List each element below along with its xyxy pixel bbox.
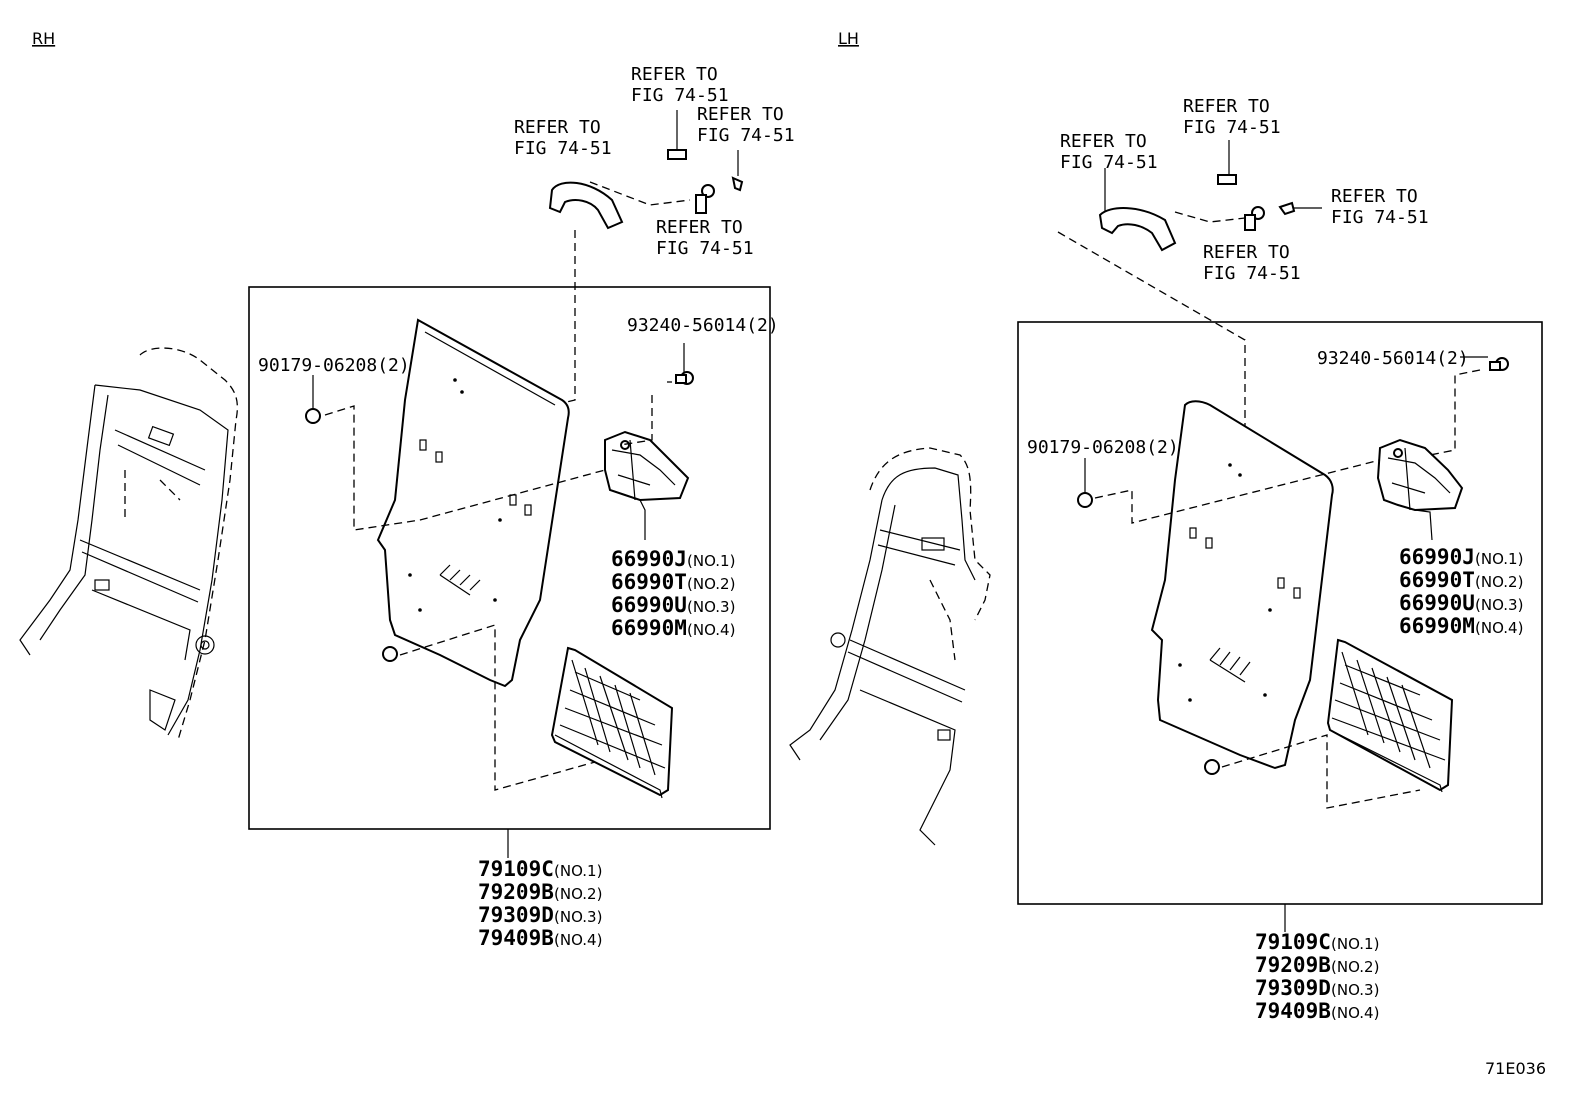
rh-refer-d-1: REFER TO [656,217,743,238]
rh-net-pocket [550,646,674,799]
lh-nut-label: 90179-06208(2) [1027,437,1179,458]
lh-board-pn-3: 79309D [1255,976,1331,1000]
lh-refer-c-2: FIG 74-51 [1331,207,1429,228]
lh-refer-d-1: REFER TO [1203,242,1290,263]
rh-refer-a-2: FIG 74-51 [514,138,612,159]
rh-board-no-4: (NO.4) [554,931,602,949]
rh-hinge-no-2: (NO.2) [687,575,735,593]
rh-side-label: RH [32,29,55,48]
rh-hinge-bracket [604,430,690,540]
rh-seat-frame [19,347,239,741]
rh-hinge-part-list: 66990J (NO.1) 66990T (NO.2) 66990U (NO.3… [611,547,735,640]
rh-refer-c-2: FIG 74-51 [697,125,795,146]
lh-assembly-box [1017,321,1543,905]
rh-board-pn-1: 79109C [478,857,554,881]
lh-hinge-pn-1: 66990J [1399,545,1475,569]
lh-board-pn-4: 79409B [1255,999,1331,1023]
lh-net-pocket [1326,638,1454,793]
lh-refer-a-1: REFER TO [1060,131,1147,152]
lh-hinge-no-1: (NO.1) [1475,550,1523,568]
lh-board-part-list: 79109C (NO.1) 79209B (NO.2) 79309D (NO.3… [1255,930,1379,1023]
rh-refer-b-1: REFER TO [631,64,718,85]
lh-assembly: LH REFER TO [789,29,1543,1023]
lh-board-pn-2: 79209B [1255,953,1331,977]
rh-board-no-2: (NO.2) [554,885,602,903]
rh-board-pn-4: 79409B [478,926,554,950]
lh-refer-b-1: REFER TO [1183,96,1270,117]
lh-hinge-pn-4: 66990M [1399,614,1475,638]
lh-seat-frame [789,447,991,846]
rh-seatback-board [376,318,570,688]
lh-refer-d-2: FIG 74-51 [1203,263,1301,284]
rh-nut-label: 90179-06208(2) [258,355,410,376]
lh-hinge-pn-3: 66990U [1399,591,1475,615]
lh-refer-a-2: FIG 74-51 [1060,152,1158,173]
rh-hinge-pn-4: 66990M [611,616,687,640]
rh-hinge-no-3: (NO.3) [687,598,735,616]
lh-side-label: LH [838,29,859,48]
rh-assembly: RH REFER [19,29,795,950]
rh-assembly-box [248,286,771,830]
lh-hinge-bracket [1376,438,1464,541]
lh-hinge-no-2: (NO.2) [1475,573,1523,591]
lh-hinge-pn-2: 66990T [1399,568,1475,592]
lh-hinge-no-3: (NO.3) [1475,596,1523,614]
rh-refer-a-1: REFER TO [514,117,601,138]
rh-hinge-pn-1: 66990J [611,547,687,571]
rh-board-no-3: (NO.3) [554,908,602,926]
lh-hinge-no-4: (NO.4) [1475,619,1523,637]
rh-refer-b-2: FIG 74-51 [631,85,729,106]
lh-board-pn-1: 79109C [1255,930,1331,954]
rh-bolt-label: 93240-56014(2) [627,315,779,336]
rh-refer-d-2: FIG 74-51 [656,238,754,259]
rh-board-pn-3: 79309D [478,903,554,927]
lh-board-no-2: (NO.2) [1331,958,1379,976]
lh-board-no-4: (NO.4) [1331,1004,1379,1022]
lh-fasteners [1077,356,1509,809]
lh-board-no-3: (NO.3) [1331,981,1379,999]
lh-bolt-label: 93240-56014(2) [1317,348,1469,369]
lh-refer-b-2: FIG 74-51 [1183,117,1281,138]
rh-hinge-pn-3: 66990U [611,593,687,617]
lh-board-no-1: (NO.1) [1331,935,1379,953]
lh-seatback-board [1150,400,1334,770]
rh-hinge-no-4: (NO.4) [687,621,735,639]
lh-refer-c-1: REFER TO [1331,186,1418,207]
rh-board-part-list: 79109C (NO.1) 79209B (NO.2) 79309D (NO.3… [478,857,602,950]
rh-fasteners [305,343,694,791]
rh-hinge-no-1: (NO.1) [687,552,735,570]
rh-refer-c-1: REFER TO [697,104,784,125]
rh-board-pn-2: 79209B [478,880,554,904]
lh-hinge-part-list: 66990J (NO.1) 66990T (NO.2) 66990U (NO.3… [1399,545,1523,638]
rh-hinge-pn-2: 66990T [611,570,687,594]
rh-board-no-1: (NO.1) [554,862,602,880]
figure-code: 71E036 [1485,1059,1546,1078]
